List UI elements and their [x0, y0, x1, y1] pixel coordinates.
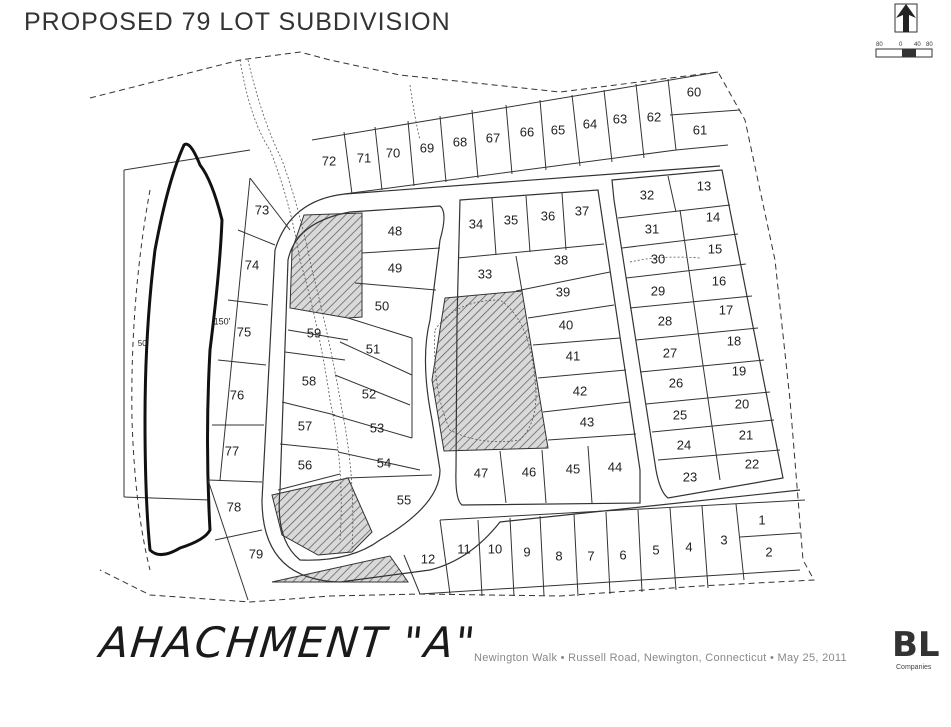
lot-16-label: 16 — [712, 273, 726, 288]
lot-65-label: 65 — [551, 122, 565, 137]
lot-55-label: 55 — [397, 492, 411, 507]
lot-45-label: 45 — [566, 461, 580, 476]
scale-bar-icon: 80 0 40 80 — [875, 42, 933, 58]
lot-7-label: 7 — [587, 548, 594, 563]
lot-29-label: 29 — [651, 283, 665, 298]
lot-8-label: 8 — [555, 548, 562, 563]
lot-6-label: 6 — [619, 547, 626, 562]
lot-60-label: 60 — [687, 84, 701, 99]
lot-31-label: 31 — [645, 221, 659, 236]
lot-13-label: 13 — [697, 178, 711, 193]
lot-22-label: 22 — [745, 456, 759, 471]
dimension-label-50: 50' — [138, 339, 149, 348]
lot-26-label: 26 — [669, 375, 683, 390]
lot-32-label: 32 — [640, 187, 654, 202]
lot-15-label: 15 — [708, 241, 722, 256]
attachment-label: AHACHMENT "A" — [97, 618, 480, 667]
lot-5-label: 5 — [652, 542, 659, 557]
lot-23-label: 23 — [683, 469, 697, 484]
lot-9-label: 9 — [523, 544, 530, 559]
lot-61-label: 61 — [693, 122, 707, 137]
lot-25-label: 25 — [673, 407, 687, 422]
lot-58-label: 58 — [302, 373, 316, 388]
lot-20-label: 20 — [735, 396, 749, 411]
company-logo: BL Companies — [892, 628, 940, 674]
lot-49-label: 49 — [388, 260, 402, 275]
lot-74-label: 74 — [245, 257, 259, 272]
lot-3-label: 3 — [720, 532, 727, 547]
lot-42-label: 42 — [573, 383, 587, 398]
dimension-label-150: 150' — [214, 316, 231, 326]
lot-50-label: 50 — [375, 298, 389, 313]
logo-subtitle: Companies — [896, 664, 932, 671]
lot-63-label: 63 — [613, 111, 627, 126]
lot-4-label: 4 — [685, 539, 692, 554]
north-arrow-icon — [894, 3, 918, 33]
lot-67-label: 67 — [486, 130, 500, 145]
lot-40-label: 40 — [559, 317, 573, 332]
lot-57-label: 57 — [298, 418, 312, 433]
lot-69-label: 69 — [420, 140, 434, 155]
lot-78-label: 78 — [227, 499, 241, 514]
lot-68-label: 68 — [453, 134, 467, 149]
lot-77-label: 77 — [225, 443, 239, 458]
lot-64-label: 64 — [583, 116, 597, 131]
scale-label-2: 40 — [914, 42, 921, 48]
lot-14-label: 14 — [706, 209, 720, 224]
lot-70-label: 70 — [386, 145, 400, 160]
lot-28-label: 28 — [658, 313, 672, 328]
lot-73-label: 73 — [255, 202, 269, 217]
lot-75-label: 75 — [237, 324, 251, 339]
lot-1-label: 1 — [758, 512, 765, 527]
lot-43-label: 43 — [580, 414, 594, 429]
lot-62-label: 62 — [647, 109, 661, 124]
plan-title: PROPOSED 79 LOT SUBDIVISION — [24, 8, 451, 36]
lot-11-label: 11 — [457, 541, 471, 556]
lot-54-label: 54 — [377, 455, 391, 470]
scale-label-0: 80 — [876, 42, 883, 48]
lot-30-label: 30 — [651, 251, 665, 266]
lot-76-label: 76 — [230, 387, 244, 402]
lot-44-label: 44 — [608, 459, 622, 474]
lot-36-label: 36 — [541, 208, 555, 223]
lot-12-label: 12 — [421, 551, 435, 566]
lot-10-label: 10 — [488, 541, 502, 556]
lot-2-label: 2 — [765, 544, 772, 559]
lot-27-label: 27 — [663, 345, 677, 360]
lot-51-label: 51 — [366, 341, 380, 356]
lot-52-label: 52 — [362, 386, 376, 401]
scale-label-3: 80 — [926, 42, 933, 48]
lot-41-label: 41 — [566, 348, 580, 363]
lot-38-label: 38 — [554, 252, 568, 267]
lot-39-label: 39 — [556, 284, 570, 299]
lot-47-label: 47 — [474, 465, 488, 480]
logo-text: BL — [892, 625, 940, 665]
lot-72-label: 72 — [322, 153, 336, 168]
lot-18-label: 18 — [727, 333, 741, 348]
lot-71-label: 71 — [357, 150, 371, 165]
lot-56-label: 56 — [298, 457, 312, 472]
lot-34-label: 34 — [469, 216, 483, 231]
lot-48-label: 48 — [388, 223, 402, 238]
lot-66-label: 66 — [520, 124, 534, 139]
scale-label-1: 0 — [899, 42, 903, 48]
lot-19-label: 19 — [732, 363, 746, 378]
lot-24-label: 24 — [677, 437, 691, 452]
lot-33-label: 33 — [478, 266, 492, 281]
lot-59-label: 59 — [307, 325, 321, 340]
lot-53-label: 53 — [370, 420, 384, 435]
lot-35-label: 35 — [504, 212, 518, 227]
lot-17-label: 17 — [719, 302, 733, 317]
lot-21-label: 21 — [739, 427, 753, 442]
lot-37-label: 37 — [575, 203, 589, 218]
project-footer: Newington Walk • Russell Road, Newington… — [474, 652, 847, 664]
lot-79-label: 79 — [249, 546, 263, 561]
lot-46-label: 46 — [522, 464, 536, 479]
